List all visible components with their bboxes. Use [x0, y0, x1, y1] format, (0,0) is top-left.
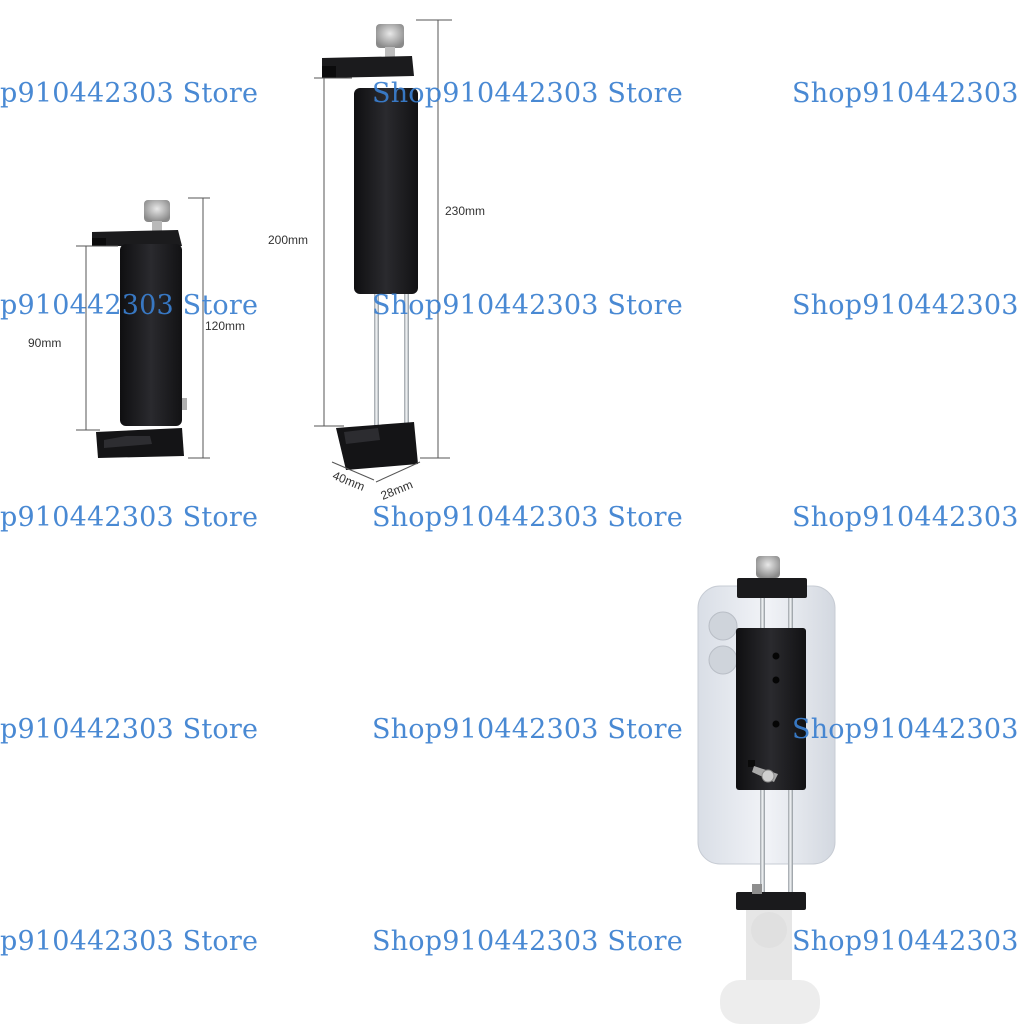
watermark: Shop910442303 S [792, 502, 1024, 533]
phone-mount [697, 556, 836, 1024]
thumb-screw-icon [376, 24, 404, 48]
thumb-screw-icon [144, 200, 170, 222]
watermark: Shop910442303 Store [372, 714, 683, 745]
watermark: Shop910442303 S [792, 714, 1024, 745]
small-dimension-lines [76, 197, 210, 459]
lever-icon [752, 766, 778, 783]
watermark: p910442303 Store [0, 926, 259, 957]
watermark: Shop910442303 Store [372, 502, 683, 533]
large-dimension-lines [314, 19, 452, 483]
watermark: Shop910442303 Store [372, 290, 683, 321]
thumb-screw-icon [756, 556, 780, 578]
phone-camera-icon [708, 645, 738, 675]
watermark: p910442303 Store [0, 502, 259, 533]
watermark: Shop910442303 S [792, 926, 1024, 957]
watermark: Shop910442303 S [792, 78, 1024, 109]
small-outer-height-label: 120mm [205, 319, 246, 333]
large-outer-height-label: 230mm [445, 204, 486, 218]
phone-camera-icon [708, 611, 738, 641]
watermark: p910442303 Store [0, 78, 259, 109]
watermark: Shop910442303 Store [372, 926, 683, 957]
large-inner-height-label: 200mm [268, 233, 309, 247]
watermark: p910442303 Store [0, 714, 259, 745]
watermark: Shop910442303 S [792, 290, 1024, 321]
watermark: p910442303 Store [0, 290, 259, 321]
watermark: Shop910442303 Store [372, 78, 683, 109]
large-clamp [322, 24, 418, 470]
small-inner-height-label: 90mm [28, 336, 62, 350]
small-clamp [92, 200, 187, 458]
